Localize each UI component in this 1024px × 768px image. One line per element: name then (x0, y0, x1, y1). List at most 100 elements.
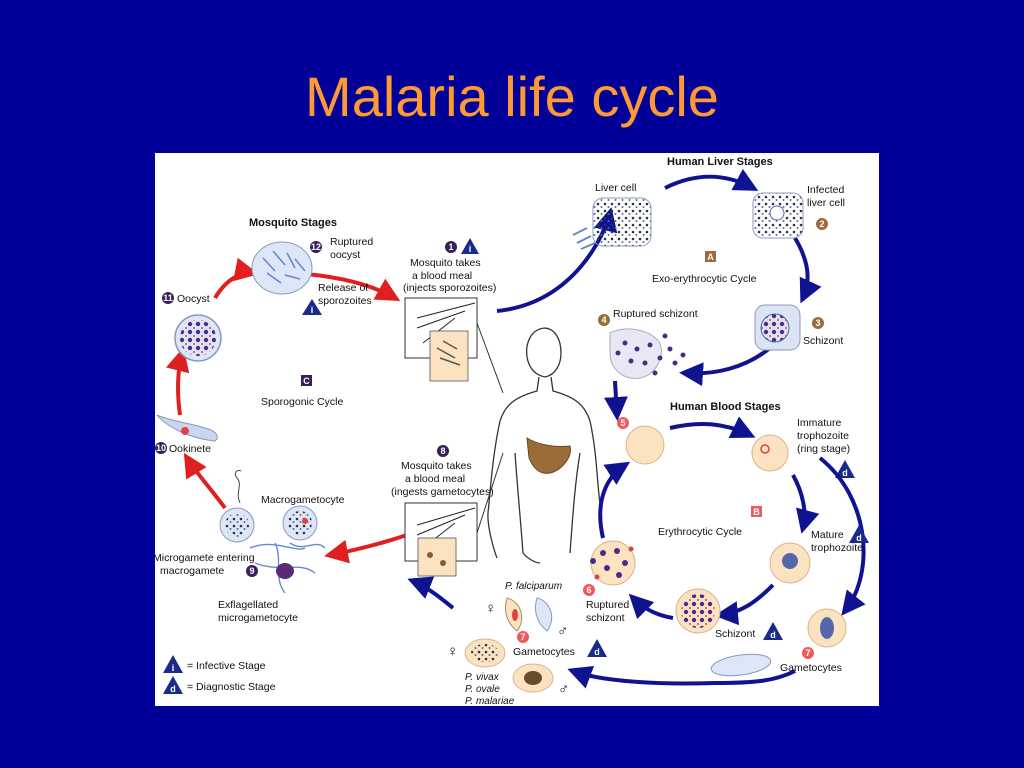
meal-1-line3: (injects sporozoites) (403, 282, 496, 294)
stage-6-number: 6 (586, 585, 591, 595)
sporozoites-icon (572, 227, 596, 250)
microgamete-line1: Microgamete entering (155, 552, 255, 564)
ring-parasite-icon (760, 444, 770, 454)
macrogametocyte-nucleus-icon (302, 518, 308, 524)
diagnostic-symbol-mature: d (856, 533, 862, 543)
exflagellated-line2: microgametocyte (218, 612, 298, 624)
stage-8-number: 8 (440, 446, 445, 456)
callout-line-8 (476, 452, 504, 534)
stage-9-badge (246, 565, 258, 577)
stage-3-badge (812, 317, 824, 329)
liver-schizont-label: Schizont (803, 335, 843, 347)
infective-stage-icon-meal (461, 238, 479, 254)
macrogametocyte-label: Macrogametocyte (261, 494, 345, 506)
cycle-b-letter: B (753, 507, 760, 517)
legend-infective-icon (163, 655, 183, 673)
arrow-zygote-to-ookinete (183, 452, 227, 510)
ruptured-liver-schizont-icon (609, 328, 686, 379)
ookinete-nucleus-icon (181, 427, 189, 435)
meal-8-line3: (ingests gametocytes) (391, 486, 494, 498)
legend-diagnostic-symbol: d (170, 684, 176, 694)
blood-stages-header: Human Blood Stages (670, 401, 781, 413)
arrow-ring-to-mature (791, 474, 820, 534)
arrow-rbc-to-ring (669, 416, 756, 439)
arrow-meal-to-gametes (324, 533, 408, 564)
ruptured-oocyst-line1: Ruptured (330, 236, 373, 248)
arrow-gametocytes-left-1 (714, 669, 796, 685)
immature-trophozoite-line3: (ring stage) (797, 443, 850, 455)
stage-11-badge (162, 292, 174, 304)
diagnostic-stage-icon-mature (849, 525, 869, 543)
liver-organ-icon (526, 437, 571, 474)
ruptured-schizont-blood-line2: schizont (586, 612, 625, 624)
stage-2-number: 2 (819, 219, 824, 229)
male-symbol-vivax: ♂ (558, 681, 569, 698)
ring-stage-icon (751, 434, 789, 472)
falciparum-male-gametocyte-icon (534, 597, 553, 632)
p-malariae-label: P. malariae (465, 696, 515, 706)
arrow-infected-to-schizont (793, 236, 822, 304)
ookinete-label: Ookinete (169, 443, 211, 455)
stage-1-badge (445, 241, 457, 253)
liver-cell-icon (592, 197, 652, 247)
slide-title: Malaria life cycle (305, 65, 719, 128)
macrogametocyte-content-icon (288, 511, 312, 535)
mosquito-bite-panel-8 (404, 502, 478, 577)
stage-5-number: 5 (620, 418, 625, 428)
stage-5-badge (617, 417, 629, 429)
mature-trophozoite-line2: trophozoite (811, 542, 863, 554)
stage-12-badge (310, 241, 322, 253)
cycle-a-letter: A (707, 252, 714, 262)
stage-8-badge (437, 445, 449, 457)
rbc-merozoite-icon (625, 425, 665, 465)
blood-schizont-content-icon (681, 594, 715, 628)
release-sporozoites-line1: Release of (318, 282, 368, 294)
infective-symbol-meal: i (469, 244, 472, 254)
immature-trophozoite-line2: trophozoite (797, 430, 849, 442)
stage-11-number: 11 (163, 293, 173, 303)
infective-stage-icon-mosquito (302, 299, 322, 315)
microgamete-flagellum-icon (234, 470, 242, 504)
meal-1-line1: Mosquito takes (410, 257, 481, 269)
sporogonic-cycle-label: Sporogonic Cycle (261, 396, 343, 408)
arrow-ookinete-to-oocyst (165, 347, 190, 416)
arrow-mature-to-schizont (714, 583, 775, 626)
stage-7-number-right: 7 (805, 648, 810, 658)
cycle-b-badge (751, 506, 762, 517)
arrow-oocyst-to-ruptured (213, 257, 259, 300)
diagnostic-stage-icon-gametocytes (587, 639, 607, 657)
arrow-schizont-to-ruptured (679, 346, 772, 387)
vivax-male-content-icon (524, 671, 542, 685)
arrow-liver-to-infected (664, 168, 759, 191)
legend: i = Infective Stage d = Diagnostic Stage (163, 655, 276, 694)
diagnostic-stage-icon-schizont (763, 622, 783, 640)
meal-8-line1: Mosquito takes (401, 460, 472, 472)
stage-7-badge-left (517, 631, 529, 643)
diagnostic-symbol-schizont: d (770, 630, 776, 640)
erythrocytic-cycle-label: Erythrocytic Cycle (658, 526, 742, 538)
stage-4-badge (598, 314, 610, 326)
stage-12-number: 12 (311, 242, 321, 252)
stage-4-number: 4 (601, 315, 606, 325)
female-symbol-falciparum: ♀ (485, 600, 496, 617)
exflagellated-line1: Exflagellated (218, 599, 278, 611)
legend-diagnostic-icon (163, 676, 183, 694)
liver-cell-label: Liver cell (595, 182, 636, 194)
oocyst-label: Oocyst (177, 293, 210, 305)
arrow-gametocytes-to-group (567, 665, 716, 689)
oocyst-content-icon (180, 320, 216, 356)
stage-9-number: 9 (249, 566, 254, 576)
stage-2-badge (816, 218, 828, 230)
arrow-ruptured-to-rbc (598, 461, 631, 539)
infected-liver-cell-line1: Infected (807, 184, 845, 196)
ruptured-blood-schizont-icon (590, 540, 636, 586)
legend-diagnostic-label: = Diagnostic Stage (187, 681, 276, 693)
infective-symbol-mosquito: i (311, 305, 314, 315)
exo-erythrocytic-cycle-label: Exo-erythrocytic Cycle (652, 273, 757, 285)
p-vivax-label: P. vivax (465, 672, 500, 683)
stage-1-number: 1 (448, 242, 453, 252)
falciparum-female-nucleus-icon (512, 609, 518, 621)
stage-7-badge-right (802, 647, 814, 659)
gametocyte-parasite-icon (820, 617, 834, 639)
legend-infective-label: = Infective Stage (187, 660, 266, 672)
